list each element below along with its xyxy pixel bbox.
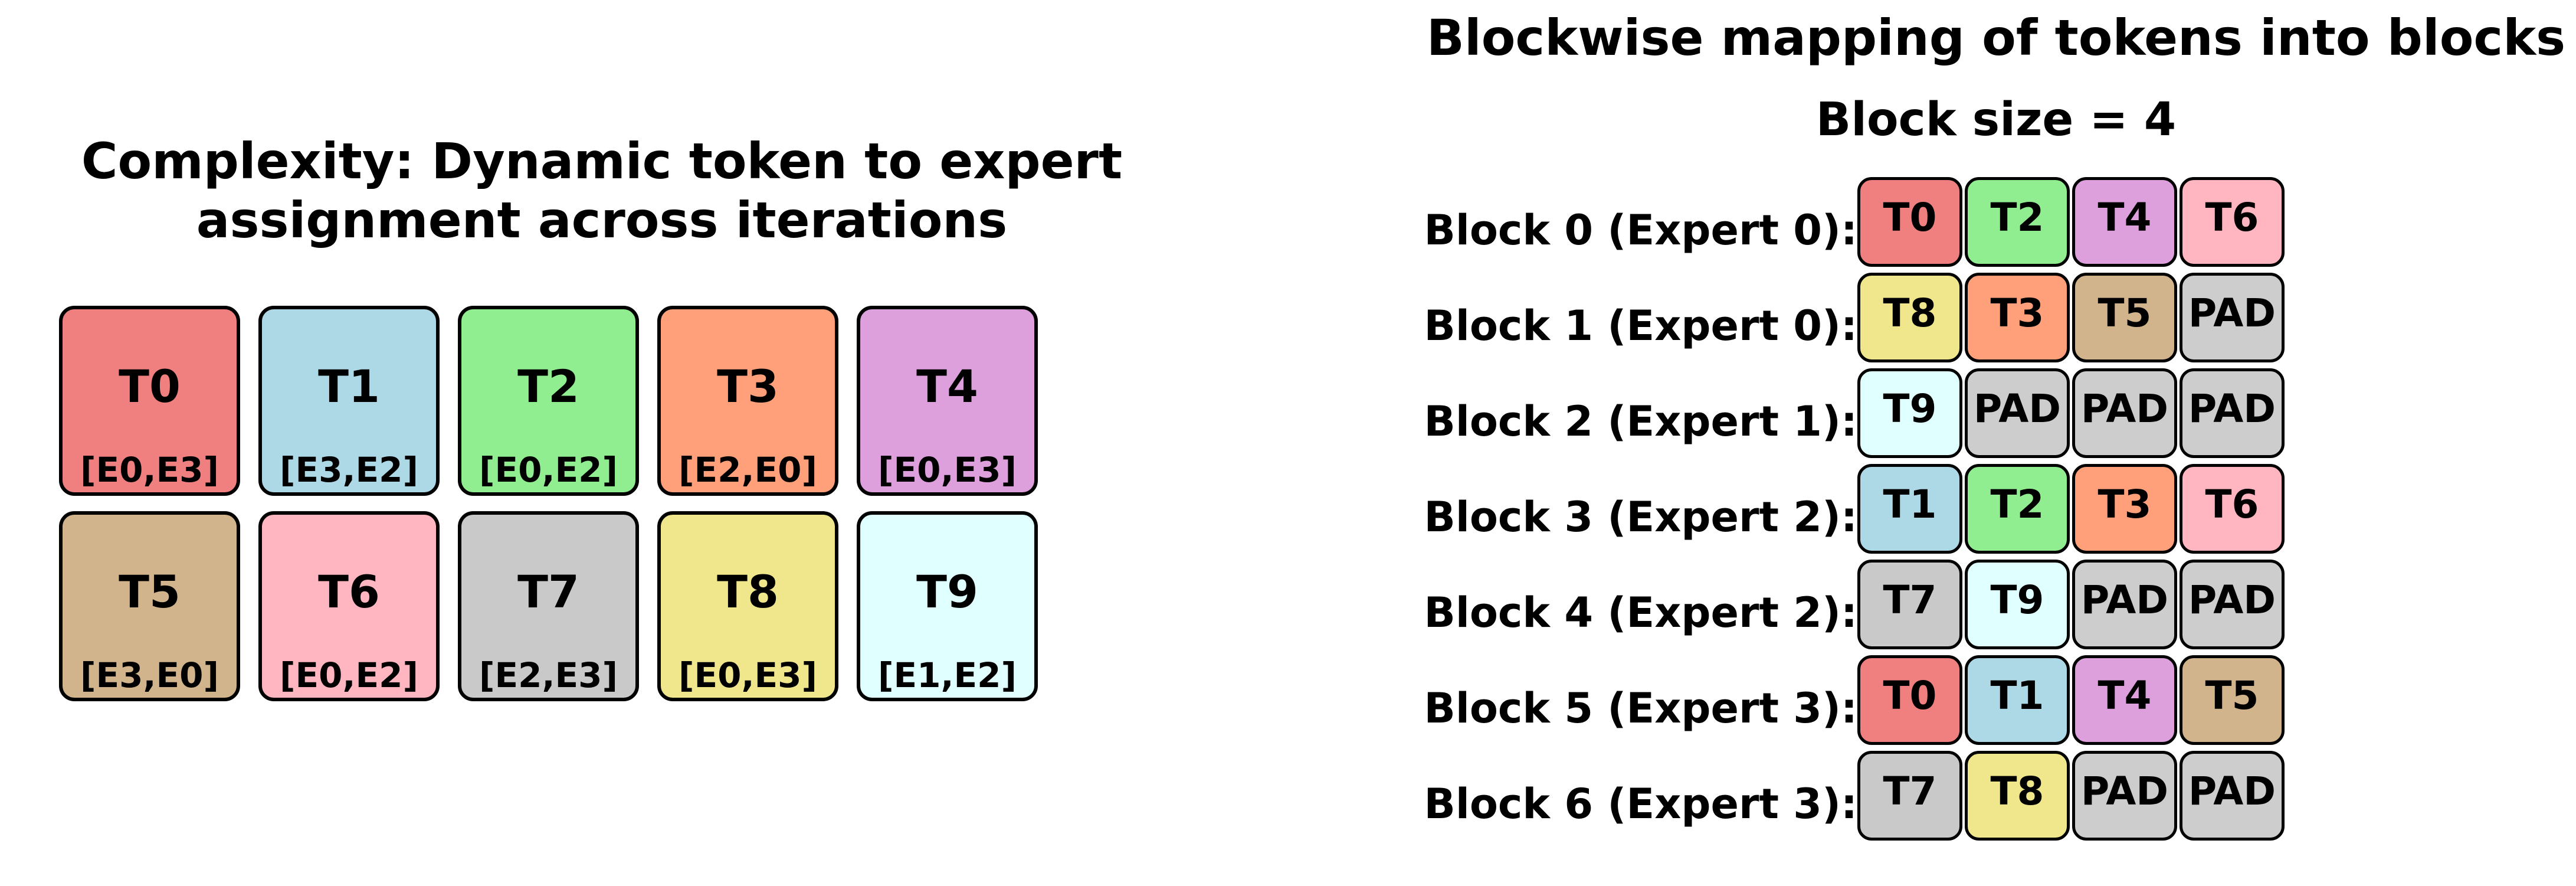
block-cell-t5: T5: [2072, 273, 2177, 362]
token-experts-label: [E0,E3]: [678, 655, 817, 695]
block-label-4: Block 4 (Expert 2):: [1424, 589, 1857, 637]
block-cell-t9: T9: [1965, 560, 2070, 649]
block-cell-t1: T1: [1857, 464, 1962, 554]
block-cell-t3: T3: [1965, 273, 2070, 362]
block-cell-t8: T8: [1857, 273, 1962, 362]
token-id-label: T7: [517, 565, 579, 618]
token-id-label: T1: [318, 360, 380, 413]
block-label-1: Block 1 (Expert 0):: [1424, 302, 1857, 350]
block-size-label: Block size = 4: [1815, 93, 2177, 146]
left-title-line1: Complexity: Dynamic token to expert: [81, 132, 1123, 190]
token-card-t6: T6 [E0,E2]: [258, 511, 440, 701]
right-panel-title: Blockwise mapping of tokens into blocks: [1426, 9, 2566, 67]
block-label-0: Block 0 (Expert 0):: [1424, 206, 1857, 254]
block-cell-t8: T8: [1965, 751, 2070, 841]
left-panel-title: Complexity: Dynamic token to expert assi…: [71, 132, 1133, 250]
block-cell-t2: T2: [1965, 177, 2070, 267]
token-card-t9: T9 [E1,E2]: [857, 511, 1038, 701]
token-card-t8: T8 [E0,E3]: [657, 511, 838, 701]
block-cell-t5: T5: [2180, 655, 2285, 745]
block-cell-pad: PAD: [1965, 368, 2070, 458]
block-label-2: Block 2 (Expert 1):: [1424, 397, 1857, 446]
token-card-t5: T5 [E3,E0]: [59, 511, 240, 701]
block-cell-pad: PAD: [2072, 560, 2177, 649]
block-cell-t4: T4: [2072, 655, 2177, 745]
block-cell-t3: T3: [2072, 464, 2177, 554]
token-experts-label: [E2,E3]: [479, 655, 618, 695]
token-card-t3: T3 [E2,E0]: [657, 306, 838, 496]
left-title-line2: assignment across iterations: [196, 191, 1008, 249]
token-experts-label: [E3,E2]: [279, 450, 418, 490]
token-id-label: T0: [119, 360, 181, 413]
block-cell-t0: T0: [1857, 177, 1962, 267]
block-label-6: Block 6 (Expert 3):: [1424, 780, 1857, 828]
token-experts-label: [E1,E2]: [877, 655, 1017, 695]
token-card-t4: T4 [E0,E3]: [857, 306, 1038, 496]
block-cell-t6: T6: [2180, 464, 2285, 554]
block-cell-t1: T1: [1965, 655, 2070, 745]
block-cell-t7: T7: [1857, 560, 1962, 649]
token-id-label: T4: [916, 360, 978, 413]
block-cell-pad: PAD: [2180, 368, 2285, 458]
block-cell-pad: PAD: [2072, 751, 2177, 841]
token-card-t1: T1 [E3,E2]: [258, 306, 440, 496]
token-card-t2: T2 [E0,E2]: [458, 306, 639, 496]
block-cell-pad: PAD: [2180, 560, 2285, 649]
block-cell-t7: T7: [1857, 751, 1962, 841]
token-card-t7: T7 [E2,E3]: [458, 511, 639, 701]
token-id-label: T8: [717, 565, 779, 618]
block-cell-pad: PAD: [2072, 368, 2177, 458]
block-cell-t6: T6: [2180, 177, 2285, 267]
block-label-5: Block 5 (Expert 3):: [1424, 684, 1857, 733]
token-experts-label: [E2,E0]: [678, 450, 817, 490]
token-experts-label: [E0,E3]: [80, 450, 219, 490]
token-experts-label: [E3,E0]: [80, 655, 219, 695]
token-experts-label: [E0,E2]: [479, 450, 618, 490]
block-label-3: Block 3 (Expert 2):: [1424, 493, 1857, 541]
token-id-label: T5: [119, 565, 181, 618]
token-card-t0: T0 [E0,E3]: [59, 306, 240, 496]
token-id-label: T9: [916, 565, 978, 618]
block-cell-t2: T2: [1965, 464, 2070, 554]
token-grid: T0 [E0,E3] T1 [E3,E2] T2 [E0,E2] T3 [E2,E0] T4 [E…: [59, 306, 1038, 701]
block-cell-pad: PAD: [2180, 273, 2285, 362]
block-cell-t4: T4: [2072, 177, 2177, 267]
token-id-label: T6: [318, 565, 380, 618]
token-experts-label: [E0,E3]: [877, 450, 1017, 490]
token-experts-label: [E0,E2]: [279, 655, 418, 695]
block-cell-pad: PAD: [2180, 751, 2285, 841]
token-id-label: T2: [517, 360, 579, 413]
block-cell-t9: T9: [1857, 368, 1962, 458]
token-id-label: T3: [717, 360, 779, 413]
block-cell-t0: T0: [1857, 655, 1962, 745]
